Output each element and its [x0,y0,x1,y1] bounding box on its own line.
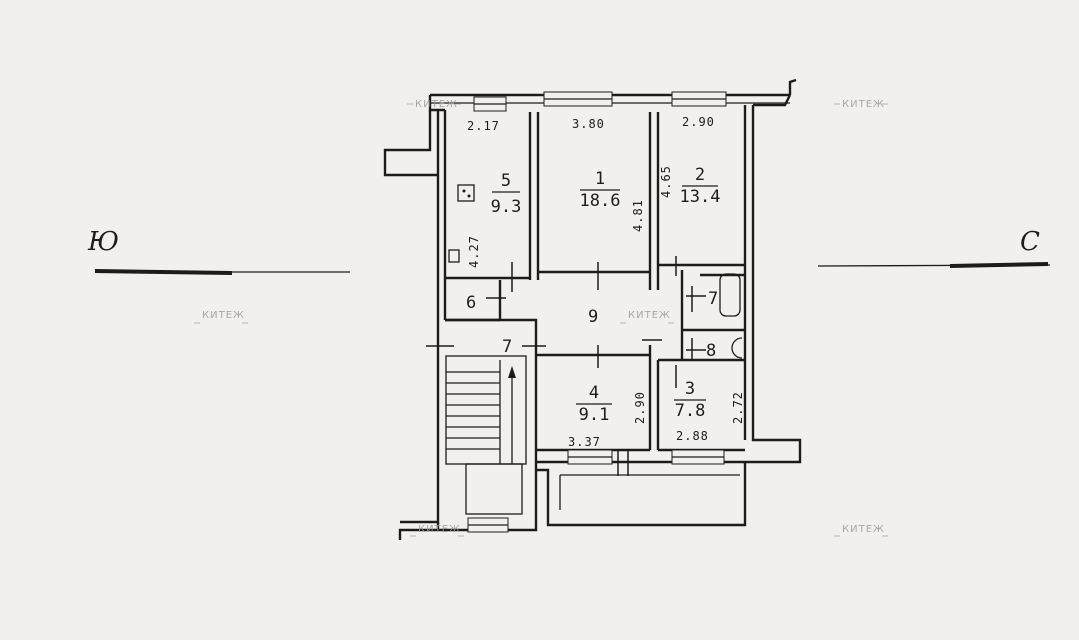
room-4: 4 9.1 3.37 2.90 [568,383,647,449]
room-4-number: 4 [589,383,599,403]
room-2-depth: 4.65 [659,165,673,198]
room-3-area: 7.8 [675,401,706,421]
room-1: 3.80 1 18.6 4.81 [572,117,645,232]
room-5-area: 9.3 [491,197,522,217]
watermark-text: КИТЕЖ [415,99,458,110]
watermark-bottom-right: КИТЕЖ [834,524,888,537]
compass-west: Ю [87,227,350,275]
compass-west-label: Ю [87,227,119,257]
compass-east: С [817,227,1051,268]
room-3: 3 7.8 2.88 2.72 [674,379,745,443]
room-1-depth: 4.81 [631,199,645,232]
room-5-depth: 4.27 [467,235,481,268]
windows [467,91,727,533]
room-7-corridor-number: 7 [502,337,512,357]
watermark-center: КИТЕЖ [620,310,674,324]
watermark-text: КИТЕЖ [842,524,885,535]
compass-east-label: С [1020,227,1040,257]
staircase [445,355,527,515]
watermark-top-left: КИТЕЖ [407,99,461,110]
room-5: 2.17 5 9.3 4.27 [467,119,521,268]
stove-icon [457,184,475,202]
room-9: 9 [588,307,598,327]
room-1-width: 3.80 [572,117,605,131]
watermark-top-right: КИТЕЖ [834,99,888,110]
room-5-number: 5 [501,171,511,191]
room-4-depth: 2.90 [633,391,647,424]
watermark-text: КИТЕЖ [628,310,671,321]
room-3-width: 2.88 [676,429,709,443]
room-4-area: 9.1 [579,405,610,425]
watermark-text: КИТЕЖ [418,524,461,535]
interior-walls [445,112,745,452]
toilet-icon [731,337,743,359]
room-9-number: 9 [588,307,598,327]
watermark-text: КИТЕЖ [202,310,245,321]
room-8-number: 8 [706,341,716,361]
room-2-number: 2 [695,165,705,185]
room-2-area: 13.4 [680,187,721,207]
watermark-bottom-left: КИТЕЖ [410,524,464,537]
fixtures [448,184,743,359]
room-3-depth: 2.72 [731,391,745,424]
room-1-area: 18.6 [580,191,621,211]
room-6: 6 [466,293,476,313]
room-5-width: 2.17 [467,119,500,133]
watermark-mid-left: КИТЕЖ [194,310,248,324]
room-7-corridor: 7 [502,337,512,357]
room-8: 8 [706,341,716,361]
room-4-width: 3.37 [568,435,601,449]
door-marks [426,256,706,476]
bathtub-icon [719,273,741,317]
room-3-number: 3 [685,379,695,399]
stair-direction-arrow-icon [508,366,516,378]
room-1-number: 1 [595,169,605,189]
watermark-text: КИТЕЖ [842,99,885,110]
room-7-bath: 7 [708,289,718,309]
room-2-width: 2.90 [682,115,715,129]
sink-icon [448,249,460,263]
room-7-bath-number: 7 [708,289,718,309]
room-2: 2.90 2 13.4 4.65 [659,115,720,207]
room-6-number: 6 [466,293,476,313]
